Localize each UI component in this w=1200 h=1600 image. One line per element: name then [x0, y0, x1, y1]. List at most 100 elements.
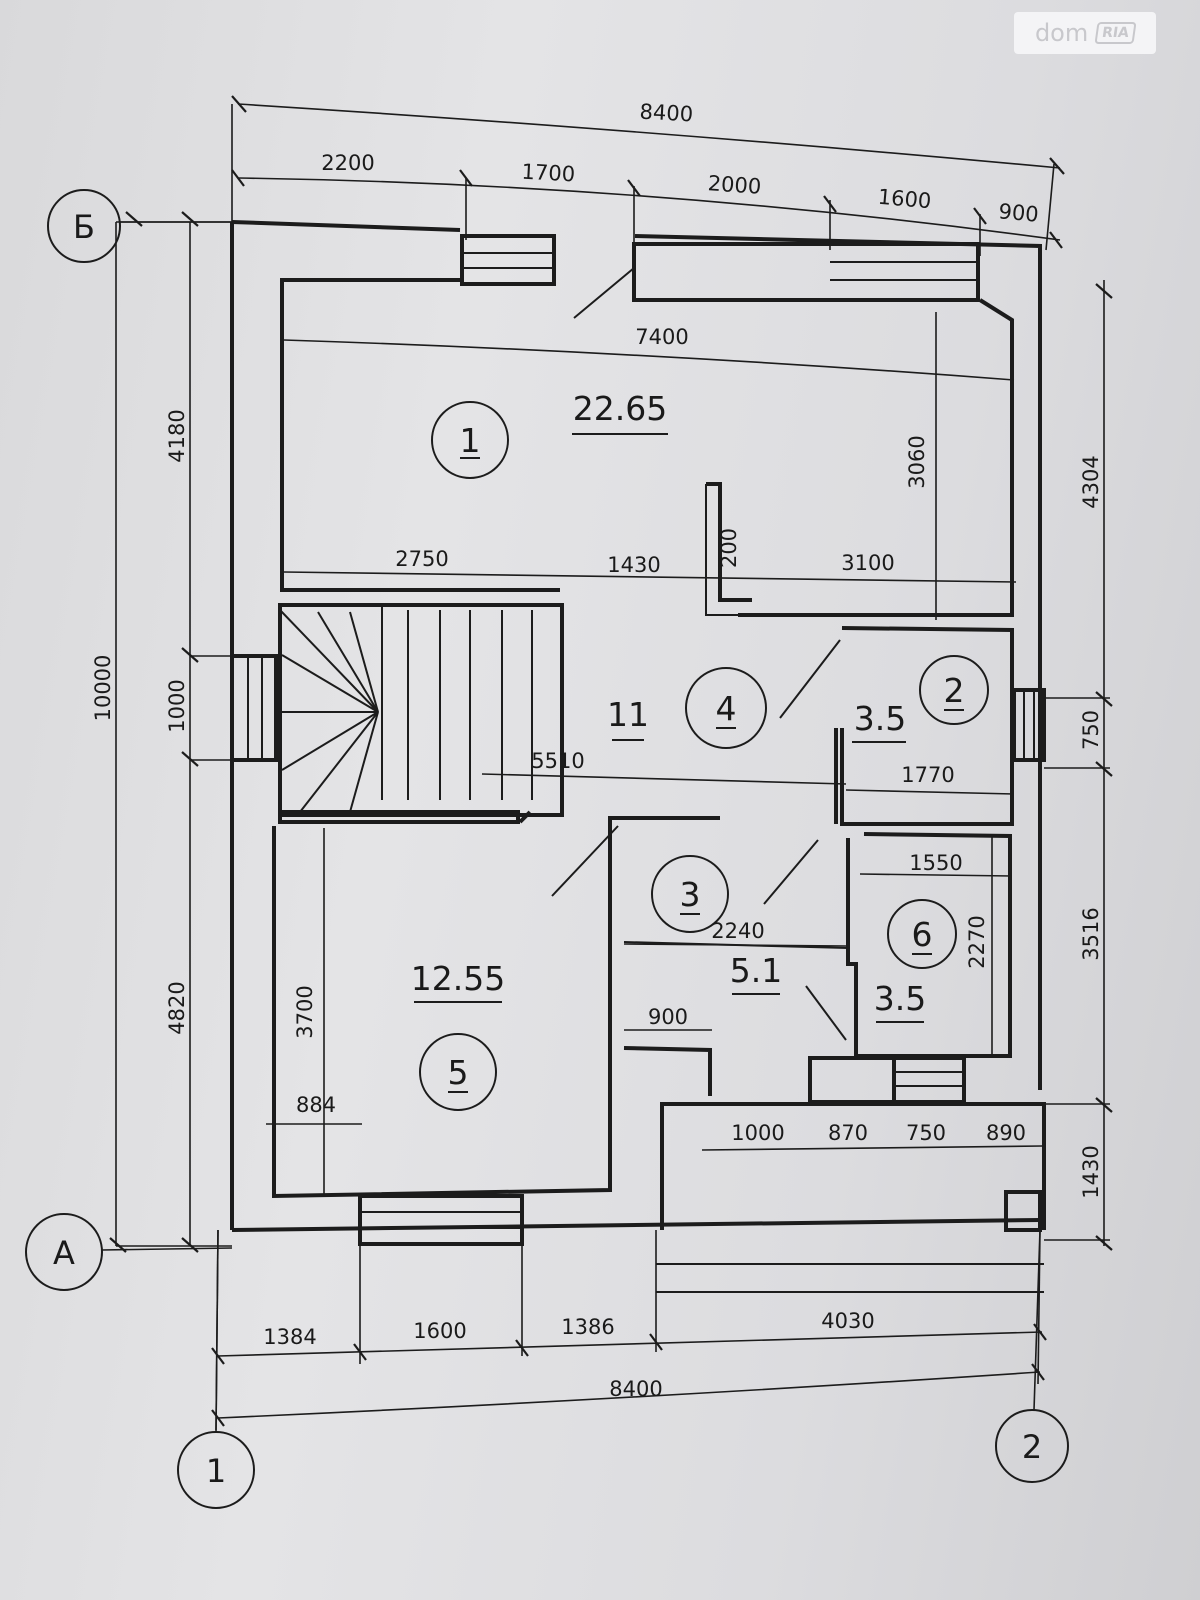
porch-wall — [660, 1102, 1046, 1230]
room-4-area: 11 — [607, 695, 649, 734]
dim-line-5510 — [481, 773, 847, 785]
dim-tick — [181, 647, 199, 663]
dim-tick — [181, 211, 199, 227]
door-swing — [573, 267, 635, 319]
dim-inner-7400: 7400 — [635, 325, 688, 349]
partition-200 — [706, 482, 752, 602]
dim-tick — [181, 1237, 199, 1253]
dim-line-porch — [701, 1145, 1043, 1151]
dim-top-2200: 2200 — [321, 151, 374, 175]
dim-tick — [211, 1409, 225, 1427]
dim-tick — [125, 211, 143, 227]
axis-leader — [1033, 1229, 1041, 1411]
room-4-number: 4 — [716, 689, 737, 728]
dim-line-bottom-total — [217, 1371, 1041, 1419]
dim-top-1600: 1600 — [877, 185, 932, 214]
dim-tick — [1049, 157, 1065, 175]
dim-bottom-4030: 4030 — [821, 1309, 874, 1333]
dim-bottom-1384: 1384 — [263, 1325, 316, 1349]
dim-right-750: 750 — [1079, 710, 1103, 750]
axis-b-label: Б — [73, 208, 95, 246]
dim-right-1430: 1430 — [1079, 1145, 1103, 1198]
dim-inner-2750: 2750 — [395, 547, 448, 571]
dim-left-4180: 4180 — [165, 409, 189, 462]
room-1-number: 1 — [460, 421, 481, 460]
room-6-number: 6 — [912, 915, 933, 954]
dim-tick — [1095, 283, 1113, 299]
axis-a-label: А — [53, 1234, 75, 1272]
stair-winder — [281, 654, 379, 713]
dimension-texts: 8400 2200 1700 2000 1600 900 7400 3060 2… — [91, 100, 1103, 1401]
stair-winder — [317, 611, 379, 713]
dim-bottom-1386: 1386 — [561, 1315, 614, 1339]
dim-tick — [1049, 231, 1063, 249]
stair-winder — [349, 711, 379, 813]
room-3-number: 3 — [680, 875, 701, 914]
dim-inner-884: 884 — [296, 1093, 336, 1117]
west-window — [230, 654, 278, 762]
dim-line-bottom-parts — [217, 1331, 1043, 1357]
outer-wall-bottom — [231, 1218, 1041, 1232]
dim-tick — [1095, 691, 1113, 707]
axis-leader — [101, 1247, 233, 1251]
room-6-marker — [887, 899, 957, 969]
outer-wall-top-left — [231, 220, 461, 232]
room-3-marker — [651, 855, 729, 933]
south-window-5 — [358, 1194, 524, 1246]
dim-inner-1430: 1430 — [607, 553, 660, 577]
watermark-logo: dom RIA — [1014, 12, 1156, 54]
dim-tick — [231, 95, 247, 113]
dim-tick — [211, 1347, 225, 1365]
staircase — [278, 603, 564, 824]
axis-2-circle — [995, 1409, 1069, 1483]
east-window-2 — [1012, 688, 1046, 762]
inner-walls — [230, 234, 1046, 1293]
dim-porch-750: 750 — [906, 1121, 946, 1145]
outer-wall-top-right — [634, 234, 1042, 1090]
dim-line-2750-1430-3100 — [283, 571, 1017, 583]
axis-2-label: 2 — [1022, 1428, 1042, 1466]
door-swing — [763, 839, 819, 905]
dim-inner-2270: 2270 — [965, 915, 989, 968]
door-swing — [551, 825, 619, 897]
dim-porch-870: 870 — [828, 1121, 868, 1145]
dim-inner-2240: 2240 — [711, 919, 764, 943]
axis-b-circle — [47, 189, 121, 263]
stair-landing-rail — [278, 810, 520, 824]
dim-inner-1550: 1550 — [909, 851, 962, 875]
stair-winder — [349, 611, 379, 713]
dim-left-total: 10000 — [91, 655, 115, 722]
dim-tick — [1095, 761, 1113, 777]
dim-left-1000: 1000 — [165, 679, 189, 732]
dim-inner-5510: 5510 — [531, 749, 584, 773]
dim-right-4304: 4304 — [1079, 455, 1103, 508]
dim-top-2000: 2000 — [707, 171, 762, 199]
top-window-left — [460, 234, 556, 286]
dim-bottom-1600: 1600 — [413, 1319, 466, 1343]
partition-200-inner — [705, 484, 738, 616]
room-1-area: 22.65 — [573, 389, 667, 428]
stair-outline — [278, 603, 564, 817]
room-5-wall — [272, 816, 720, 1199]
room-2-area: 3.5 — [854, 699, 906, 738]
room-5-area: 12.55 — [411, 959, 505, 998]
dim-right-3516: 3516 — [1079, 907, 1103, 960]
door-swing — [779, 639, 841, 719]
room-6-area: 3.5 — [874, 979, 926, 1018]
room-2-number: 2 — [944, 671, 965, 710]
dim-porch-890: 890 — [986, 1121, 1026, 1145]
dim-left-4820: 4820 — [165, 981, 189, 1034]
dim-top-1700: 1700 — [521, 160, 576, 187]
axis-a-circle — [25, 1213, 103, 1291]
stair-landing — [518, 810, 532, 824]
south-window-6 — [892, 1056, 966, 1104]
watermark-brand: dom — [1034, 19, 1089, 47]
dim-bottom-total: 8400 — [609, 1377, 662, 1401]
room-labels: 1 22.65 2 3.5 3 5.1 4 11 5 12.55 6 3.5 — [411, 389, 989, 1111]
axis-leader — [215, 1229, 219, 1433]
room-4-marker — [685, 667, 767, 749]
dim-line-top-parts — [237, 177, 1061, 241]
room-3-area: 5.1 — [730, 951, 782, 990]
dim-line-1770 — [845, 789, 1015, 795]
dim-line-1550 — [859, 873, 1013, 877]
